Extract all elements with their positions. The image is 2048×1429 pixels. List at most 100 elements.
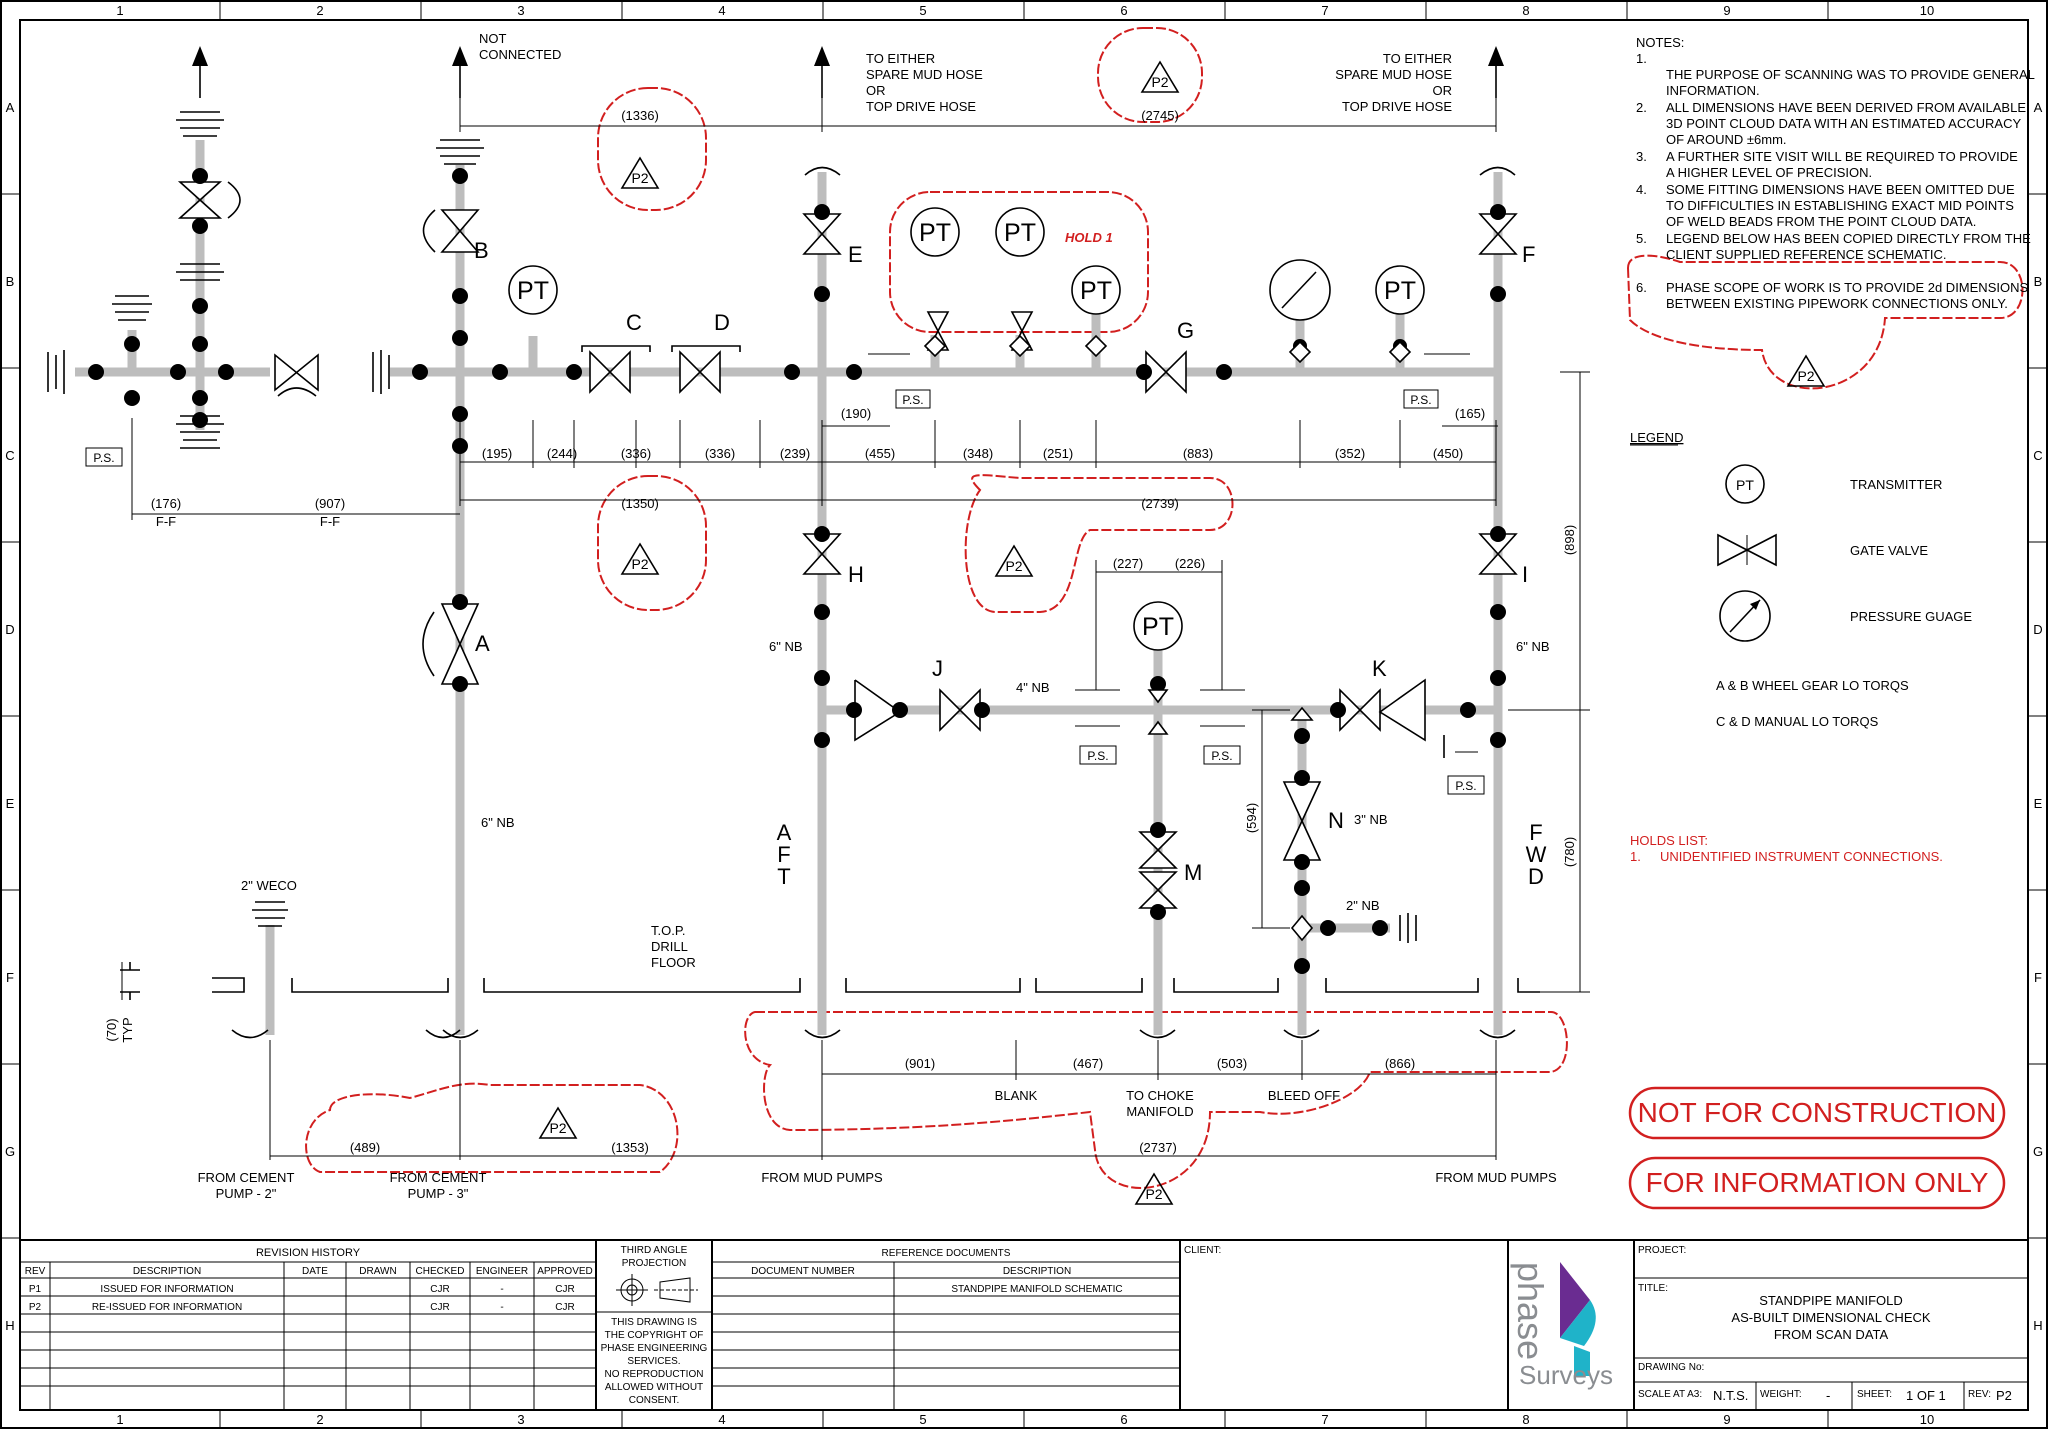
rev-p2-checked: CJR: [430, 1302, 449, 1313]
ff-1: F-F: [156, 514, 176, 529]
logo-phase: phase: [1510, 1262, 1551, 1360]
dim-883: (883): [1183, 446, 1213, 461]
copyright-5: NO REPRODUCTION: [605, 1369, 704, 1380]
title-label: TITLE:: [1638, 1283, 1668, 1294]
project-label: PROJECT:: [1638, 1245, 1686, 1256]
pt-c-label: PT: [1080, 277, 1112, 305]
dim-503: (503): [1217, 1056, 1247, 1071]
dim-348: (348): [963, 446, 993, 461]
rev-value: P2: [1996, 1388, 2012, 1403]
ps-4: P.S.: [1087, 749, 1108, 763]
rev-p2-approved: CJR: [555, 1302, 574, 1313]
dim-2739: (2739): [1141, 496, 1179, 511]
from-mud-right: FROM MUD PUMPS: [1435, 1170, 1557, 1185]
col-9: 9: [1723, 3, 1730, 18]
valve-k-label: K: [1372, 656, 1387, 681]
rev-p1-approved: CJR: [555, 1284, 574, 1295]
dim-467: (467): [1073, 1056, 1103, 1071]
note-4-l1: SOME FITTING DIMENSIONS HAVE BEEN OMITTE…: [1666, 182, 2015, 197]
rev-p1-engineer: -: [500, 1284, 503, 1295]
dim-190: (190): [841, 406, 871, 421]
legend-pt: PT: [1736, 477, 1754, 493]
note-6-num: 6.: [1636, 280, 1647, 295]
col-2-bottom: 2: [316, 1412, 323, 1427]
valve-labels: A B C D E F G H I J K M N: [474, 238, 1535, 885]
dim-239: (239): [780, 446, 810, 461]
logo-surveys: Surveys: [1519, 1360, 1613, 1390]
valves: [177, 181, 1518, 909]
valve-g-label: G: [1177, 318, 1194, 343]
pt-hold1-b-label: PT: [1004, 219, 1036, 247]
nb6-mid: 6" NB: [769, 639, 803, 654]
nb6-left: 6" NB: [481, 815, 515, 830]
rev-p2-engineer: -: [500, 1302, 503, 1313]
pt-choke-label: PT: [1142, 613, 1174, 641]
holds-title: HOLDS LIST:: [1630, 833, 1708, 848]
row-f-right: F: [2034, 970, 2042, 985]
dim-901: (901): [905, 1056, 935, 1071]
notes-title: NOTES:: [1636, 35, 1684, 50]
ref-row-1-desc: STANDPIPE MANIFOLD SCHEMATIC: [951, 1284, 1122, 1295]
dim-594: (594): [1244, 803, 1259, 833]
spare-right-2: SPARE MUD HOSE: [1335, 67, 1452, 82]
dim-244: (244): [547, 446, 577, 461]
legend-transmitter: TRANSMITTER: [1850, 477, 1942, 492]
dim-898: (898): [1562, 525, 1577, 555]
copyright-7: CONSENT.: [629, 1395, 680, 1406]
spare-right-4: TOP DRIVE HOSE: [1342, 99, 1452, 114]
dim-1350: (1350): [621, 496, 659, 511]
top-drill-2: DRILL: [651, 939, 688, 954]
sheet-value: 1 OF 1: [1906, 1388, 1946, 1403]
weight-value: -: [1826, 1388, 1830, 1403]
holds-1-num: 1.: [1630, 849, 1641, 864]
instruments: PT PT PT PT PT PT: [508, 207, 1425, 942]
col-3-bottom: 3: [517, 1412, 524, 1427]
row-g: G: [5, 1144, 15, 1159]
col-3: 3: [517, 3, 524, 18]
row-d-right: D: [2033, 622, 2042, 637]
row-c: C: [5, 448, 14, 463]
flow-arrows: [192, 46, 1504, 98]
col-7-bottom: 7: [1321, 1412, 1328, 1427]
copyright-3: PHASE ENGINEERING: [601, 1343, 708, 1354]
dim-1353: (1353): [611, 1140, 649, 1155]
typ-label: TYP: [120, 1017, 135, 1042]
ref-docs-title: REFERENCE DOCUMENTS: [882, 1248, 1011, 1259]
note-3-l1: A FURTHER SITE VISIT WILL BE REQUIRED TO…: [1666, 149, 2018, 164]
row-a-right: A: [2034, 100, 2043, 115]
dim-866: (866): [1385, 1056, 1415, 1071]
pt-hold1-a-label: PT: [919, 219, 951, 247]
rev-col-drawn: DRAWN: [359, 1266, 396, 1277]
valve-n-label: N: [1328, 808, 1344, 833]
dim-70: (70): [104, 1018, 119, 1041]
bleed-off-label: BLEED OFF: [1268, 1088, 1340, 1103]
aft-3: T: [777, 864, 790, 889]
valve-h-label: H: [848, 562, 864, 587]
ref-col-desc: DESCRIPTION: [1003, 1266, 1071, 1277]
valve-i-label: I: [1522, 562, 1528, 587]
rev-p2-rev: P2: [29, 1302, 42, 1313]
welds: [88, 168, 1506, 974]
legend-gate-valve: GATE VALVE: [1850, 543, 1928, 558]
valve-a-label: A: [475, 631, 490, 656]
col-2: 2: [316, 3, 323, 18]
row-b-right: B: [2034, 274, 2043, 289]
dimension-labels: (1336) (2745) (195) (244) (336) (336) (2…: [104, 108, 1577, 1155]
note-1-l1: THE PURPOSE OF SCANNING WAS TO PROVIDE G…: [1666, 67, 2035, 82]
note-3-l2: A HIGHER LEVEL OF PRECISION.: [1666, 165, 1872, 180]
p2-tag-2: P2: [631, 556, 648, 572]
pt-g-label: PT: [1384, 277, 1416, 305]
title-line-1: STANDPIPE MANIFOLD: [1759, 1293, 1903, 1308]
drill-floor: [120, 962, 1540, 1000]
dimension-lines: [121, 90, 1590, 1160]
valve-c-label: C: [626, 310, 642, 335]
fwd-3: D: [1528, 864, 1544, 889]
row-h: H: [5, 1318, 14, 1333]
fwd-1: F: [1529, 820, 1542, 845]
spare-left-1: TO EITHER: [866, 51, 935, 66]
valve-b-label: B: [474, 238, 489, 263]
from-cement-3-b: PUMP - 3": [408, 1186, 469, 1201]
for-information-only: FOR INFORMATION ONLY: [1646, 1167, 1989, 1198]
pipe-supports: P.S. P.S. P.S. P.S. P.S. P.S.: [85, 353, 1485, 795]
